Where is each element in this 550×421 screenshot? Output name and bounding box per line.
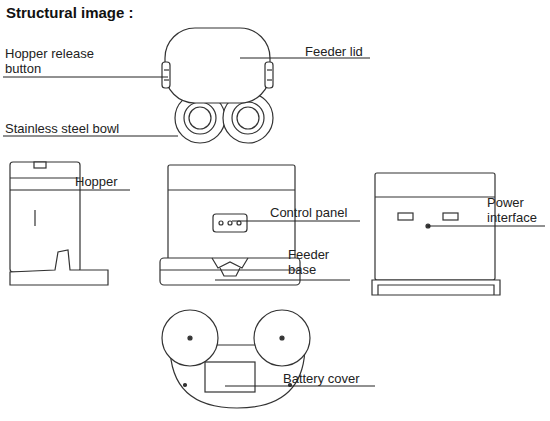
bowl-bottom: [162, 310, 218, 366]
part-label: Battery cover: [283, 371, 360, 386]
hopper-side-shape: [10, 162, 80, 272]
leader-line: [3, 77, 168, 78]
back-clip: [398, 213, 413, 220]
diagram-title: Structural image :: [6, 4, 134, 21]
panel-button: [219, 221, 223, 225]
bowl-bottom: [254, 310, 310, 366]
base-foot: [378, 285, 494, 295]
release-button-shape: [162, 62, 170, 88]
button-detail: [164, 79, 169, 80]
part-label: Hopper release button: [5, 46, 105, 76]
control-panel-shape: [213, 214, 247, 232]
part-label: Hopper: [75, 174, 118, 189]
part-label: Feeder lid: [305, 44, 363, 59]
back-clip: [443, 213, 458, 220]
hopper-lid-line: [375, 196, 495, 197]
bowl-inner: [184, 102, 216, 134]
battery-cover-shape: [205, 362, 255, 392]
bowl-center: [188, 336, 192, 340]
bowl-inner: [189, 107, 211, 129]
hopper-lid-line: [10, 177, 80, 178]
leader-line: [428, 226, 545, 227]
hopper-lid-line: [168, 189, 295, 190]
bowl-inner: [232, 102, 264, 134]
base-line: [160, 269, 300, 270]
button-detail: [267, 69, 272, 70]
lid-notch: [34, 162, 46, 168]
leader-line: [232, 221, 360, 222]
feeder-lid-shape: [165, 28, 270, 103]
screw: [184, 384, 187, 387]
bowl-center: [280, 336, 284, 340]
side-base-shape: [10, 250, 108, 285]
button-detail: [267, 79, 272, 80]
feeder-base-shape: [160, 258, 300, 285]
leader-line: [10, 190, 130, 191]
button-detail: [164, 69, 169, 70]
part-label: Stainless steel bowl: [5, 121, 119, 136]
part-label: Power interface: [487, 195, 549, 225]
part-label: Feeder base: [288, 247, 343, 277]
back-base-shape: [372, 280, 500, 295]
side-slot: [34, 210, 35, 226]
panel-button: [228, 221, 232, 225]
bowl-inner: [237, 107, 259, 129]
food-chute: [220, 268, 240, 276]
leader-line: [215, 280, 350, 281]
release-button-shape: [265, 62, 273, 88]
food-chute: [212, 258, 248, 268]
part-label: Control panel: [270, 205, 347, 220]
panel-button: [237, 221, 241, 225]
